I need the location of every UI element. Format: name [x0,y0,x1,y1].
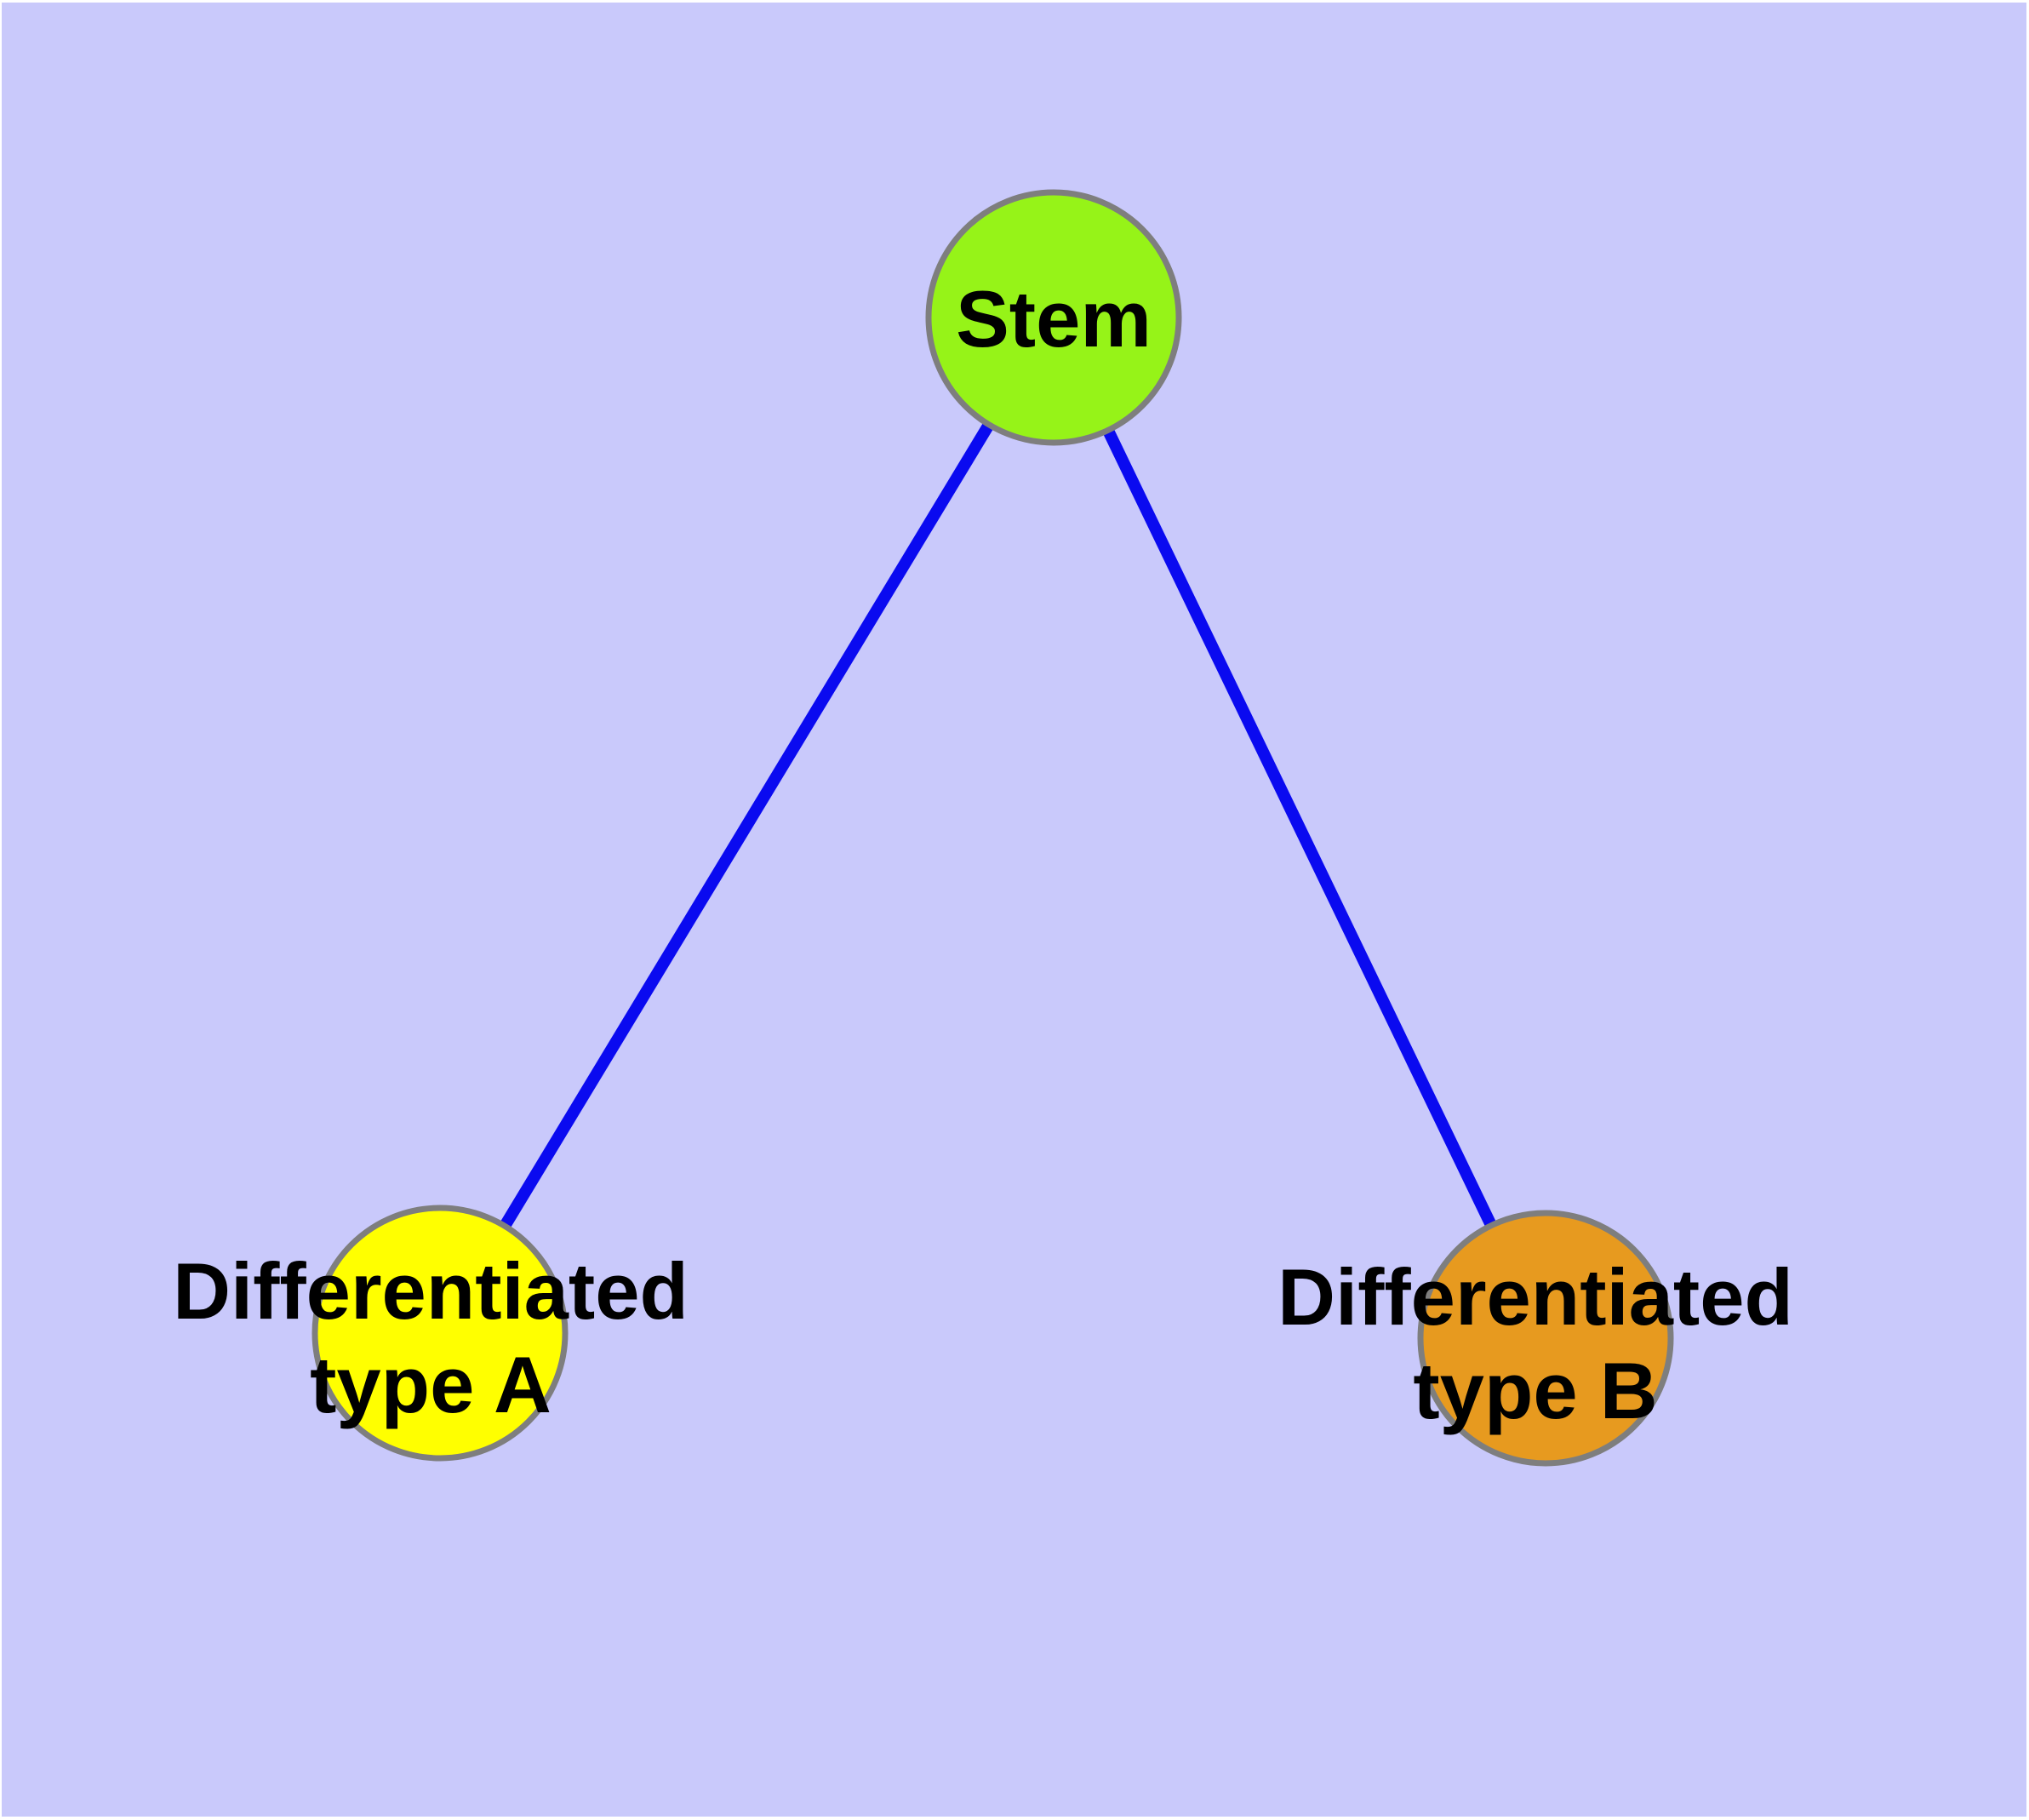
node-differentiated-type-a [311,1205,569,1462]
node-stem [925,189,1182,446]
node-differentiated-type-b [1417,1210,1674,1467]
edge-stem-to-type-a [435,314,1059,1336]
edge-stem-to-type-b [1048,314,1552,1342]
node-type-b-label-line1: Differentiated [1277,1252,1793,1342]
node-type-b-label-line2: type B [1413,1346,1657,1435]
node-stem-label: Stem [956,274,1152,363]
node-type-a-label-line2: type A [310,1340,552,1429]
node-type-a-label-line1: Differentiated [173,1246,689,1336]
